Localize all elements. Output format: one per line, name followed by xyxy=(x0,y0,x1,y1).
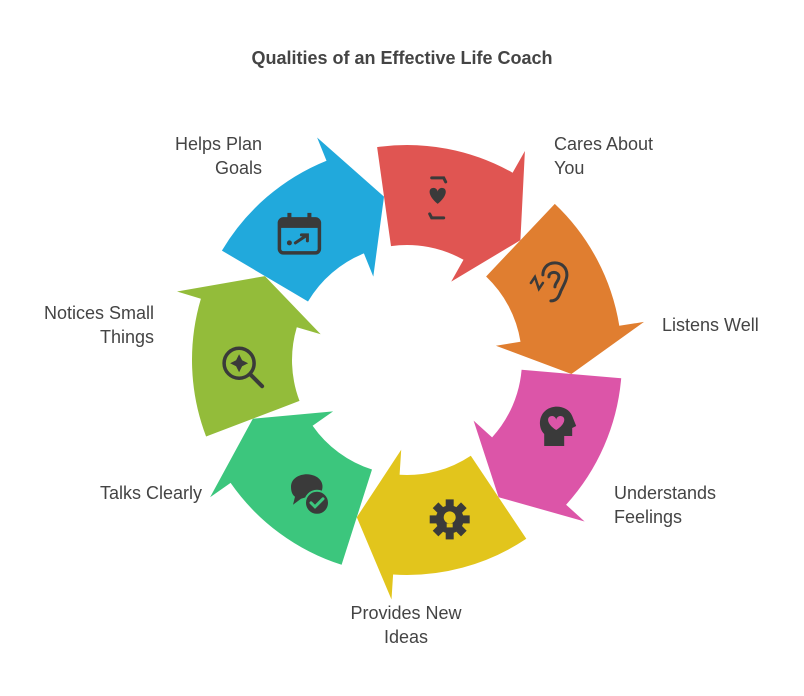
arrow-segment-0 xyxy=(377,145,525,282)
arrow-segment-1 xyxy=(486,203,644,374)
label-provides-new-ideas: Provides New Ideas xyxy=(350,603,462,647)
diagram-title: Qualities of an Effective Life Coach xyxy=(251,48,553,68)
label-listens-well: Listens Well xyxy=(662,315,759,335)
chat-check-icon xyxy=(291,474,330,516)
arrow-segment-5 xyxy=(177,276,321,437)
ear-icon xyxy=(529,261,569,303)
magnifier-sparkle-icon xyxy=(222,346,265,389)
caring-hands-heart-icon xyxy=(428,176,448,220)
head-heart-icon xyxy=(539,406,577,446)
calendar-plan-icon xyxy=(277,212,322,255)
label-notices-small-things: Notices Small Things xyxy=(43,303,154,347)
label-talks-clearly: Talks Clearly xyxy=(99,483,202,503)
label-helps-plan-goals: Helps Plan Goals xyxy=(174,134,262,178)
label-understands-feelings: Understands Feelings xyxy=(614,483,717,527)
gear-bulb-icon xyxy=(429,499,470,540)
label-cares-about-you: Cares About You xyxy=(554,134,654,178)
